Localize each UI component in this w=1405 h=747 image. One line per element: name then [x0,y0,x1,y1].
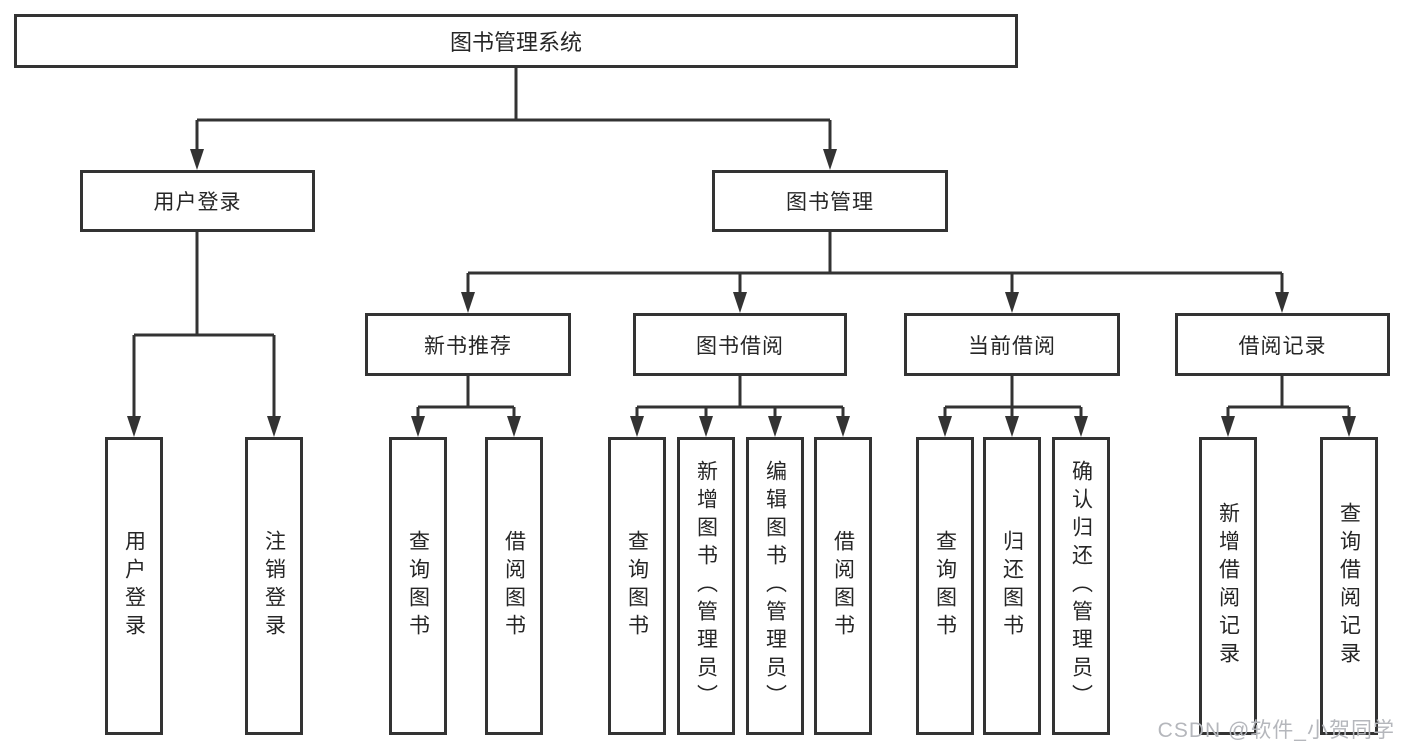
leaf-label: 注销登录 [262,530,286,642]
leaf-query-borrow-record: 查询借阅记录 [1320,437,1378,735]
leaf-return-books: 归还图书 [983,437,1041,735]
connector-user-login [127,232,281,437]
node-new-book-recommend: 新书推荐 [365,313,571,376]
leaf-label: 用户登录 [122,530,146,642]
leaf-edit-books-admin: 编辑图书（管理员） [746,437,804,735]
node-book-management: 图书管理 [712,170,948,232]
node-borrow-records: 借阅记录 [1175,313,1390,376]
leaf-label: 编辑图书（管理员） [763,460,787,712]
csdn-watermark: CSDN @软件_小贺同学 [1157,719,1395,742]
leaf-borrow-books-2: 借阅图书 [814,437,872,735]
leaf-label: 借阅图书 [831,530,855,642]
node-book-borrow: 图书借阅 [633,313,847,376]
connector-current-borrow [938,376,1088,437]
leaf-logout: 注销登录 [245,437,303,735]
node-current-borrow: 当前借阅 [904,313,1120,376]
leaf-label: 查询图书 [625,530,649,642]
leaf-label: 新增借阅记录 [1216,502,1240,670]
leaf-borrow-books-1: 借阅图书 [485,437,543,735]
leaf-label: 查询图书 [406,530,430,642]
leaf-user-login: 用户登录 [105,437,163,735]
node-user-login: 用户登录 [80,170,315,232]
connector-book-borrow [630,376,850,437]
leaf-label: 新增图书（管理员） [694,460,718,712]
leaf-confirm-return-admin: 确认归还（管理员） [1052,437,1110,735]
leaf-query-books-3: 查询图书 [916,437,974,735]
connector-root [190,68,837,170]
leaf-query-books-1: 查询图书 [389,437,447,735]
connector-new-book-recommend [411,376,521,437]
leaf-add-borrow-record: 新增借阅记录 [1199,437,1257,735]
leaf-add-books-admin: 新增图书（管理员） [677,437,735,735]
leaf-label: 查询图书 [933,530,957,642]
leaf-label: 确认归还（管理员） [1069,460,1093,712]
leaf-label: 查询借阅记录 [1337,502,1361,670]
connector-book-management [461,232,1289,313]
leaf-label: 归还图书 [1000,530,1024,642]
connector-borrow-records [1221,376,1356,437]
node-root-system: 图书管理系统 [14,14,1018,68]
leaf-label: 借阅图书 [502,530,526,642]
leaf-query-books-2: 查询图书 [608,437,666,735]
